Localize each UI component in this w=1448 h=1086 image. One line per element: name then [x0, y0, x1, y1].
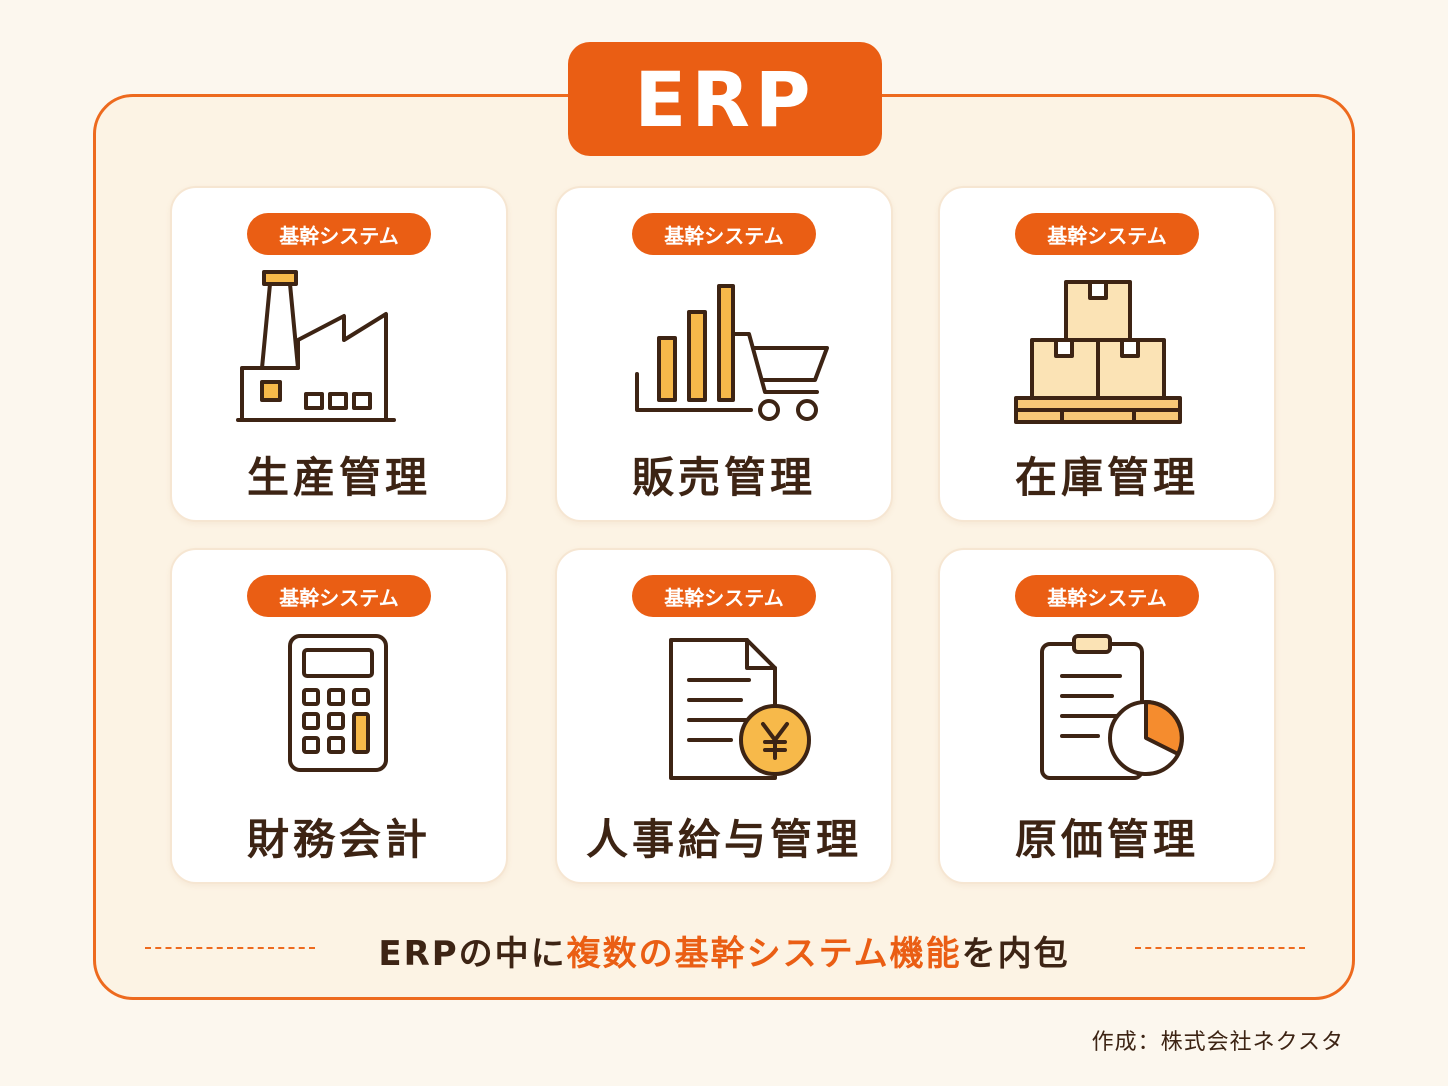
tagline-left-dash	[145, 947, 315, 949]
core-system-badge: 基幹システム	[247, 575, 431, 617]
core-system-badge: 基幹システム	[632, 575, 816, 617]
sales-chart-cart-icon	[635, 284, 829, 421]
core-system-badge: 基幹システム	[632, 213, 816, 255]
core-system-badge: 基幹システム	[247, 213, 431, 255]
card-label: 在庫管理	[1014, 453, 1199, 502]
tagline-right-dash	[1135, 947, 1305, 949]
card-label: 原価管理	[1014, 815, 1199, 864]
tagline-highlight: 複数の基幹システム機能	[566, 933, 962, 974]
tagline: ERPの中に複数の基幹システム機能を内包	[0, 922, 1448, 978]
card-label: 生産管理	[246, 453, 431, 502]
card-label: 人事給与管理	[585, 815, 862, 864]
card-inventory: 基幹システム 在庫管理	[938, 186, 1276, 522]
payroll-document-yen-icon	[669, 638, 811, 780]
tagline-prefix: ERPの中に	[378, 933, 567, 974]
card-label: 販売管理	[631, 453, 816, 502]
clipboard-pie-chart-icon	[1040, 634, 1184, 780]
card-payroll: 基幹システム 人事給与管理	[555, 548, 893, 884]
card-sales: 基幹システム 販売管理	[555, 186, 893, 522]
card-production: 基幹システム 生産管理	[170, 186, 508, 522]
card-finance: 基幹システム 財務会計	[170, 548, 508, 884]
stacked-boxes-icon	[1014, 280, 1182, 424]
erp-title-badge: ERP	[568, 42, 882, 156]
core-system-badge: 基幹システム	[1015, 575, 1199, 617]
tagline-suffix: を内包	[961, 933, 1070, 974]
core-system-badge: 基幹システム	[1015, 213, 1199, 255]
calculator-icon	[288, 634, 388, 772]
card-label: 財務会計	[246, 815, 431, 864]
factory-icon	[236, 270, 396, 422]
card-cost: 基幹システム 原価管理	[938, 548, 1276, 884]
credit-text: 作成：株式会社ネクスタ	[1091, 1030, 1344, 1055]
